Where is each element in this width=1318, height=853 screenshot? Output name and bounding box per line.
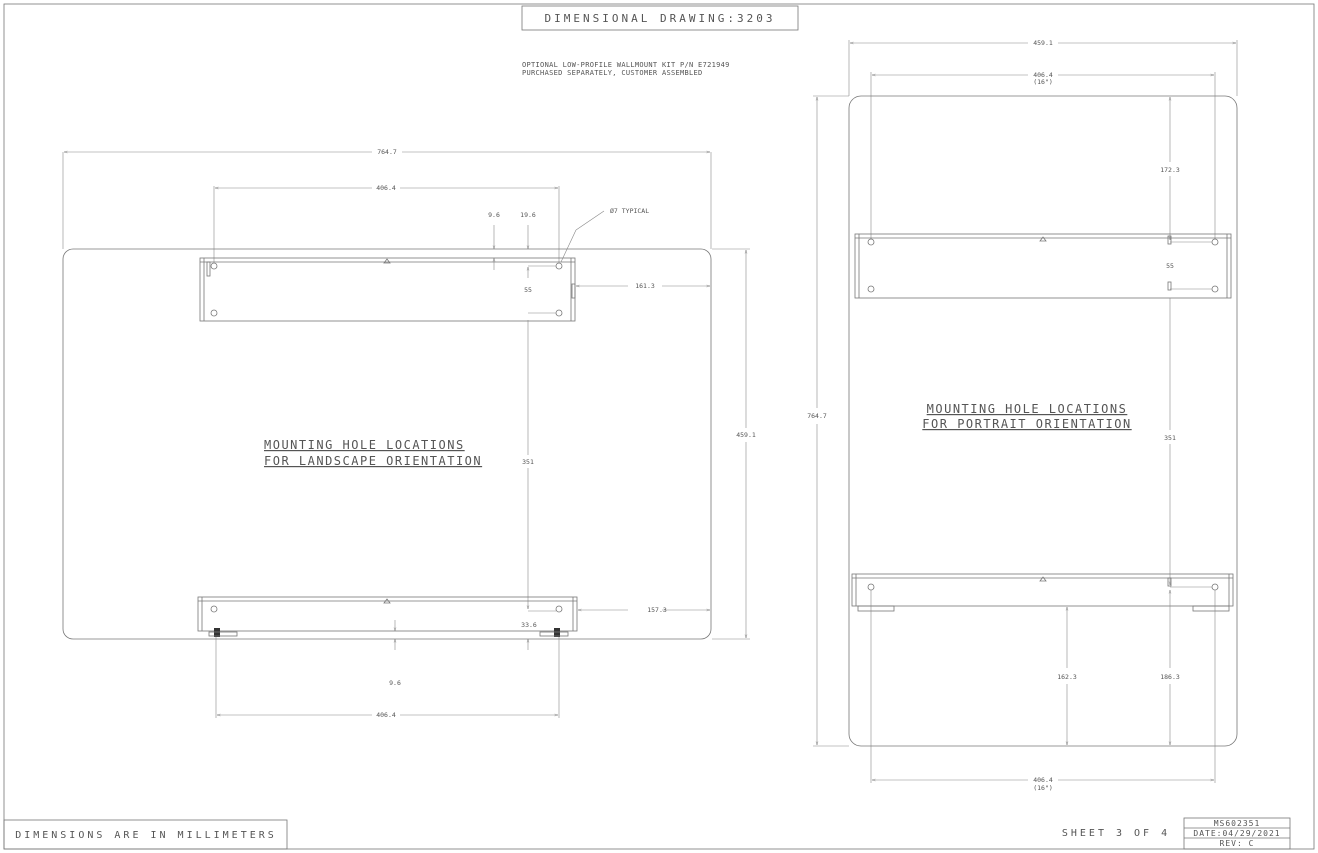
portrait-monitor-outline (848, 95, 1238, 747)
portrait-hole-bottom-right (1211, 583, 1219, 591)
sheet-number: SHEET 3 OF 4 (1062, 828, 1170, 839)
portrait-view: 459.1 406.4 (16") 764.7 172.3 55 (807, 39, 1238, 792)
landscape-hole-mid-left (210, 309, 218, 317)
portrait-pair-spacing: 55 (1166, 262, 1174, 270)
landscape-label-line-2: FOR LANDSCAPE ORIENTATION (264, 454, 482, 468)
landscape-bottom-offset-a: 33.6 (521, 621, 537, 629)
portrait-hole-mid-left (867, 285, 875, 293)
portrait-bottom-bracket (851, 573, 1234, 607)
portrait-hole-top-left (867, 238, 875, 246)
revision-block: MS602351 DATE:04/29/2021 REV: C (1183, 817, 1291, 850)
document-date: DATE:04/29/2021 (1193, 829, 1280, 838)
units-note: DIMENSIONS ARE IN MILLIMETERS (15, 830, 277, 841)
portrait-overall-width: 459.1 (1033, 39, 1053, 47)
portrait-bottom-hole-span-inches: (16") (1033, 784, 1053, 792)
portrait-vertical-span: 351 (1164, 434, 1176, 442)
landscape-top-bracket (199, 257, 576, 322)
kit-note-line-1: OPTIONAL LOW-PROFILE WALLMOUNT KIT P/N E… (522, 61, 730, 69)
landscape-right-offset-bottom: 157.3 (647, 606, 667, 614)
landscape-right-offset-top: 161.3 (635, 282, 655, 290)
drawing-title: DIMENSIONAL DRAWING:3203 (545, 12, 776, 25)
portrait-bottom-offset-b: 186.3 (1160, 673, 1180, 681)
landscape-label-line-1: MOUNTING HOLE LOCATIONS (264, 438, 465, 452)
units-box (3, 819, 288, 850)
landscape-hole-callout: Ø7 TYPICAL (610, 207, 649, 215)
portrait-top-hole-span-inches: (16") (1033, 78, 1053, 86)
portrait-top-bracket (854, 233, 1232, 299)
landscape-overall-width: 764.7 (377, 148, 397, 156)
kit-note-line-2: PURCHASED SEPARATELY, CUSTOMER ASSEMBLED (522, 69, 703, 77)
landscape-hole-top-left (210, 262, 218, 270)
landscape-foot-left (214, 628, 220, 637)
landscape-foot-right (554, 628, 560, 637)
portrait-bottom-hole-span: 406.4 (1033, 776, 1053, 784)
landscape-hole-top-right (555, 262, 563, 270)
landscape-vertical-span: 351 (522, 458, 534, 466)
landscape-monitor-outline (62, 248, 712, 640)
title-box (521, 5, 799, 31)
landscape-offset-a: 9.6 (488, 211, 500, 219)
portrait-label-line-2: FOR PORTRAIT ORIENTATION (922, 417, 1131, 431)
portrait-hole-bottom-left (867, 583, 875, 591)
landscape-top-pair-spacing: 55 (524, 286, 532, 294)
landscape-offset-b: 19.6 (520, 211, 536, 219)
landscape-view: 764.7 406.4 9.6 19.6 Ø7 TYPICAL 55 (62, 148, 756, 719)
landscape-hole-mid-right (555, 309, 563, 317)
landscape-hole-bottom-left (210, 605, 218, 613)
portrait-label-line-1: MOUNTING HOLE LOCATIONS (927, 402, 1128, 416)
portrait-bottom-offset-a: 162.3 (1057, 673, 1077, 681)
portrait-overall-height: 764.7 (807, 412, 827, 420)
landscape-bottom-bracket (197, 596, 578, 632)
portrait-top-hole-span: 406.4 (1033, 71, 1053, 79)
landscape-overall-height: 459.1 (736, 431, 756, 439)
sheet-border (3, 3, 1315, 850)
portrait-hole-mid-right (1211, 285, 1219, 293)
landscape-bottom-hole-span: 406.4 (376, 711, 396, 719)
portrait-hole-top-right (1211, 238, 1219, 246)
landscape-hole-bottom-right (555, 605, 563, 613)
document-number: MS602351 (1214, 819, 1261, 828)
portrait-top-offset: 172.3 (1160, 166, 1180, 174)
landscape-bottom-offset-b: 9.6 (389, 679, 401, 687)
landscape-top-hole-span: 406.4 (376, 184, 396, 192)
document-revision: REV: C (1220, 839, 1255, 848)
